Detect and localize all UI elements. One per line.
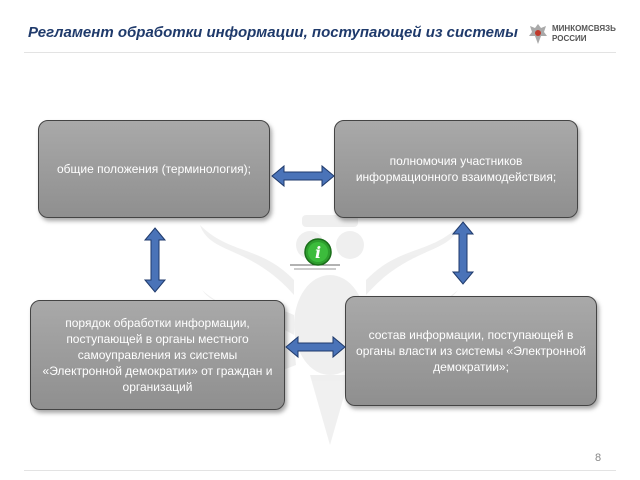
double-arrow-icon-right bbox=[451, 221, 475, 285]
double-arrow-icon-bottom bbox=[285, 335, 346, 359]
ministry-logo: МИНКОМСВЯЗЬ РОССИИ bbox=[528, 20, 618, 50]
logo-line1: МИНКОМСВЯЗЬ bbox=[552, 24, 616, 33]
double-arrow-icon-top bbox=[271, 164, 335, 188]
general-provisions-box: общие положения (терминология); bbox=[38, 120, 270, 218]
information-composition-label: состав информации, поступающей в органы … bbox=[356, 328, 586, 374]
info-icon: i bbox=[290, 238, 340, 270]
information-composition-box: состав информации, поступающей в органы … bbox=[345, 296, 597, 406]
general-provisions-label: общие положения (терминология); bbox=[57, 162, 251, 176]
svg-text:i: i bbox=[315, 243, 321, 262]
logo-text: МИНКОМСВЯЗЬ РОССИИ bbox=[552, 24, 622, 44]
emblem-icon bbox=[529, 24, 547, 44]
page-number: 8 bbox=[595, 452, 602, 464]
participant-powers-box: полномочия участников информационного вз… bbox=[334, 120, 578, 218]
double-arrow-icon-left bbox=[143, 227, 167, 293]
processing-procedure-box: порядок обработки информации, поступающе… bbox=[30, 300, 285, 410]
processing-procedure-label: порядок обработки информации, поступающе… bbox=[42, 316, 273, 394]
slide-title: Регламент обработки информации, поступаю… bbox=[28, 24, 518, 41]
header-divider bbox=[24, 52, 616, 53]
participant-powers-label: полномочия участников информационного вз… bbox=[355, 154, 557, 184]
footer-divider bbox=[24, 470, 616, 471]
logo-line2: РОССИИ bbox=[552, 34, 587, 43]
